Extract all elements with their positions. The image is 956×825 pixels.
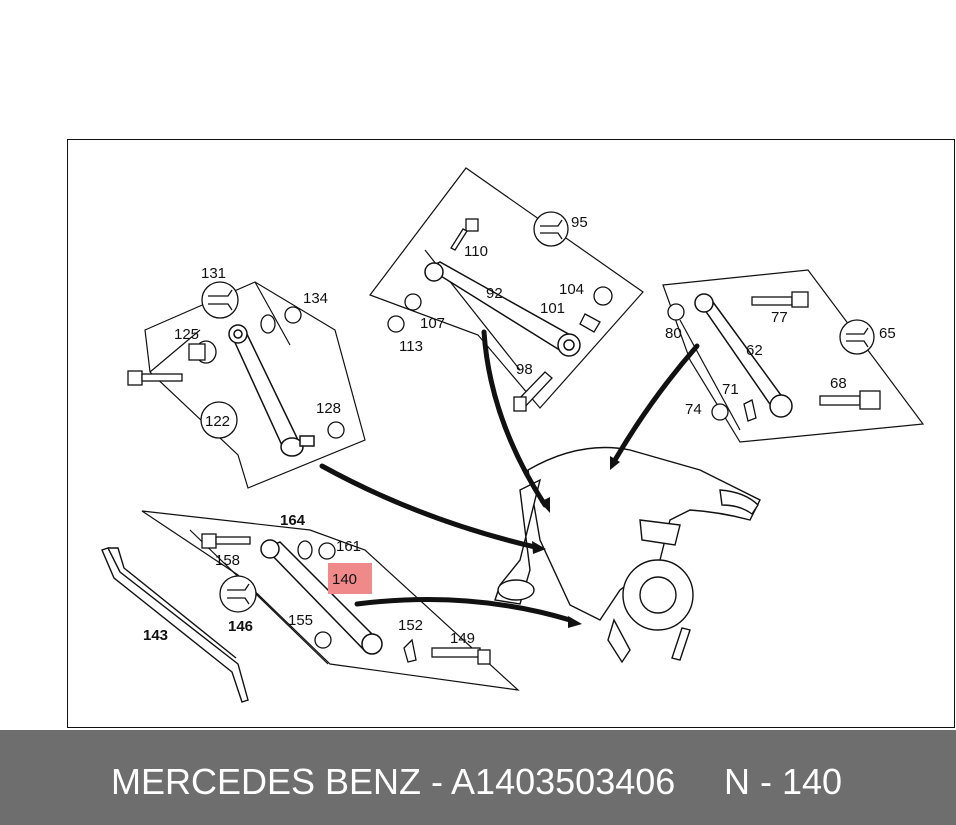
wrench-icon [219, 575, 257, 613]
wheel-carrier [494, 446, 761, 664]
label-164: 164 [280, 512, 306, 529]
nut-134-128 [260, 306, 345, 439]
nuts-104-101-107-113 [387, 286, 613, 333]
wrench-icon [839, 319, 875, 355]
label-65: 65 [879, 325, 896, 342]
label-134: 134 [303, 290, 328, 307]
label-125: 125 [174, 326, 199, 343]
label-110: 110 [464, 243, 488, 260]
panel-62-group [662, 269, 925, 443]
footer-bar: MERCEDES BENZ - A1403503406 N - 140 [0, 730, 956, 825]
nuts-164-161-155 [297, 540, 336, 649]
label-155: 155 [288, 612, 313, 629]
label-62: 62 [746, 342, 763, 359]
panel-140-group [141, 510, 520, 691]
wrench-icon [201, 281, 239, 319]
parts-diagram: 131 134 125 122 128 110 95 92 104 101 10… [101, 167, 925, 703]
link-140 [260, 539, 383, 655]
label-74: 74 [685, 401, 702, 418]
label-104: 104 [559, 281, 584, 298]
panel-131-group [144, 281, 366, 489]
label-146: 146 [228, 618, 253, 635]
label-128: 128 [316, 400, 341, 417]
arrowheads [532, 456, 620, 628]
label-95: 95 [571, 214, 588, 231]
label-149: 149 [450, 630, 475, 647]
link-92 [424, 261, 581, 357]
part-number-text: MERCEDES BENZ - A1403503406 [111, 761, 676, 802]
label-143: 143 [143, 627, 168, 644]
shield-143 [101, 547, 249, 703]
link-62 [694, 293, 793, 418]
footer-text: MERCEDES BENZ - A1403503406 N - 140 [0, 730, 956, 825]
wrench-icon [533, 211, 569, 247]
label-71: 71 [722, 381, 739, 398]
circle-122 [200, 401, 238, 439]
bolt-110 [450, 218, 479, 251]
bolt-158 [201, 533, 251, 549]
bolt-125 [127, 340, 217, 386]
label-92: 92 [486, 285, 503, 302]
reference-number-text: N - 140 [724, 761, 843, 802]
arrows [319, 329, 700, 623]
label-131: 131 [201, 265, 226, 282]
label-140: 140 [332, 571, 357, 588]
label-98: 98 [516, 361, 533, 378]
label-77: 77 [771, 309, 788, 326]
label-152: 152 [398, 617, 423, 634]
label-101: 101 [540, 300, 565, 317]
label-80: 80 [665, 325, 682, 342]
label-161: 161 [336, 538, 361, 555]
label-68: 68 [830, 375, 847, 392]
label-113: 113 [399, 338, 423, 355]
nuts-80-74-71-68 [667, 303, 881, 422]
bolt-149-152 [403, 638, 491, 665]
label-158: 158 [215, 552, 240, 569]
link-122 [228, 324, 315, 457]
highlight-140 [328, 563, 372, 594]
label-122: 122 [205, 413, 230, 430]
bolt-98 [513, 371, 553, 412]
label-107: 107 [420, 315, 445, 332]
bolt-77 [751, 291, 809, 308]
